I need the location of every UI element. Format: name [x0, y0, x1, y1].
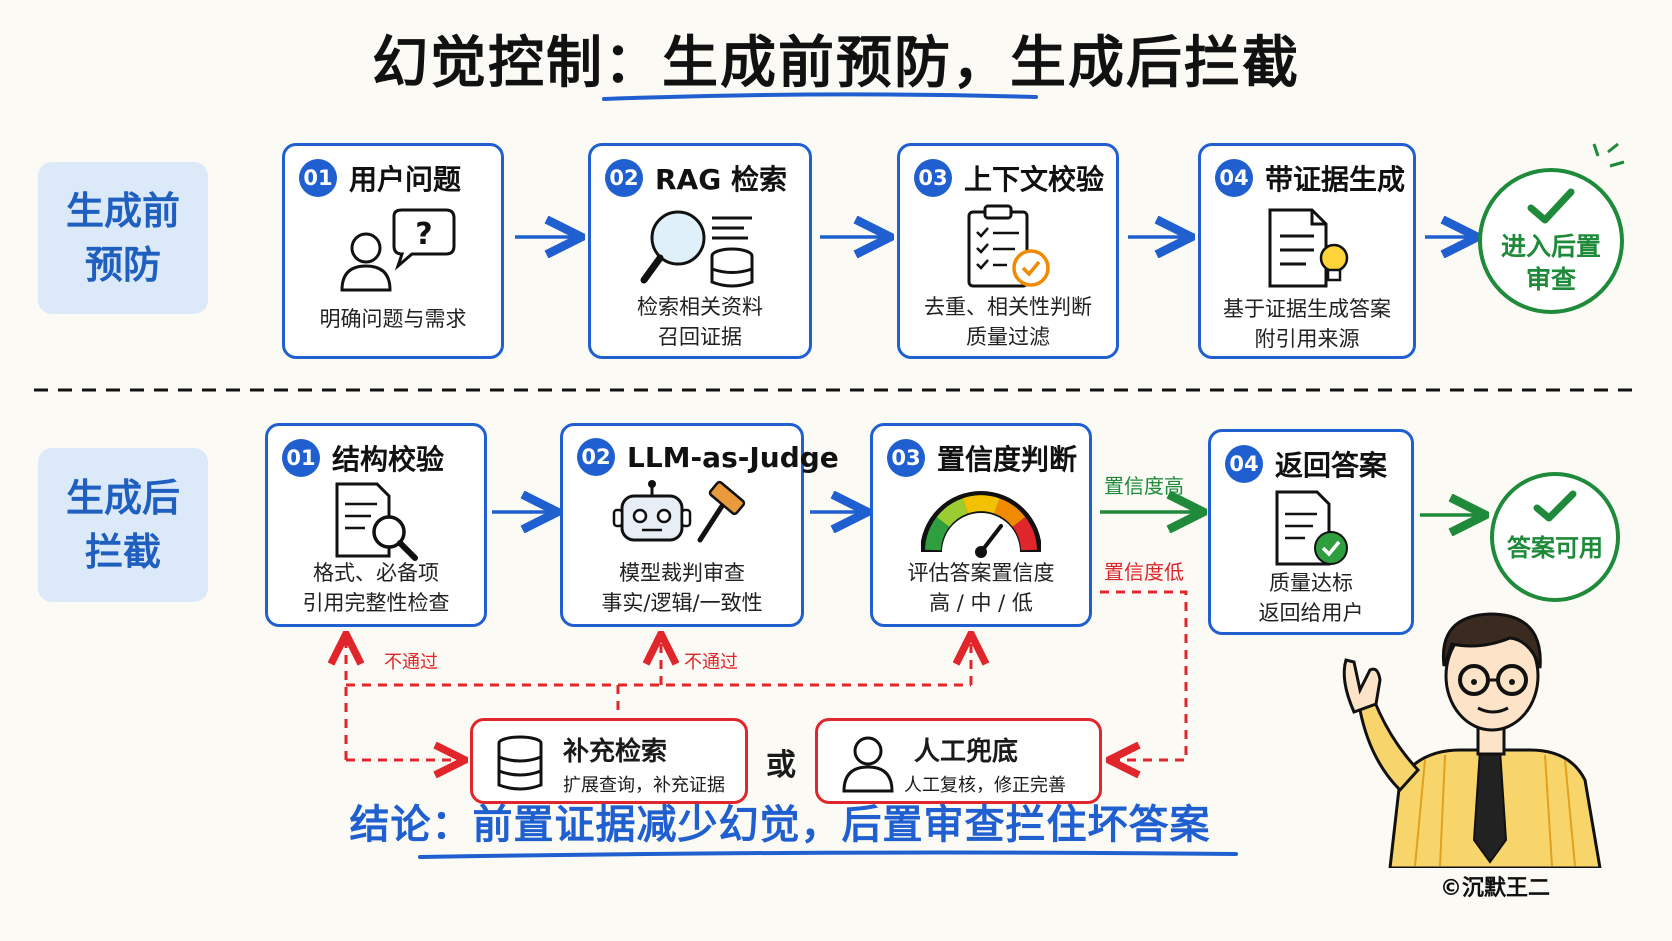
step-number: 01 [282, 439, 320, 477]
step-title: 上下文校验 [964, 163, 1105, 196]
step-desc: 明确问题与需求 [319, 307, 467, 331]
step-title: 置信度判断 [937, 443, 1078, 476]
low-confidence-label: 置信度低 [1104, 560, 1184, 584]
post-end-label: 答案可用 [1507, 534, 1603, 562]
post-step-llm-judge: 02 LLM-as-Judge 模型裁判审查 事实/逻辑/一致性 [560, 423, 839, 627]
fallback-desc: 人工复核，修正完善 [904, 775, 1066, 796]
step-desc: 模型裁判审查 事实/逻辑/一致性 [601, 561, 763, 615]
robot-gavel-icon [612, 480, 746, 543]
step-title: 带证据生成 [1265, 163, 1406, 196]
sparkle-icon [1592, 142, 1625, 168]
search-database-icon [640, 210, 754, 288]
page-title: 幻觉控制：生成前预防，生成后拦截 [372, 31, 1300, 96]
step-number: 01 [299, 159, 337, 197]
step-number: 02 [605, 159, 643, 197]
step-desc: 基于证据生成答案 附引用来源 [1223, 297, 1391, 351]
step-title: 用户问题 [349, 163, 462, 196]
step-title: RAG 检索 [655, 163, 787, 196]
post-step-structure-check: 01 结构校验 格式、必备项 引用完整性检查 [265, 423, 487, 627]
pre-step-context-validation: 03 上下文校验 去重、相关性判断 质量过滤 [897, 143, 1119, 359]
step-number: 04 [1225, 445, 1263, 483]
low-confidence-path [1100, 590, 1188, 760]
step-number: 02 [577, 438, 615, 476]
pre-step-rag-retrieval: 02 RAG 检索 检索相关资料 召回证据 [588, 143, 812, 359]
title-underline [602, 92, 1038, 101]
copyright: ©沉默王二 [1440, 876, 1551, 901]
svg-text:?: ? [415, 217, 432, 252]
conclusion-text: 结论：前置证据减少幻觉，后置审查拦住坏答案 [349, 802, 1211, 848]
checkmark-icon [1527, 188, 1575, 224]
section-label-post-text: 生成后 拦截 [65, 476, 180, 574]
step-desc: 质量达标 返回给用户 [1258, 571, 1364, 625]
person-icon [842, 736, 894, 793]
document-lightbulb-icon [1268, 208, 1349, 288]
checkmark-icon [1533, 490, 1577, 522]
high-confidence-label: 置信度高 [1104, 474, 1184, 498]
fallback-human-review: 人工兜底 人工复核，修正完善 [815, 718, 1102, 804]
user-question-icon: ? [340, 208, 456, 292]
step-number: 04 [1215, 159, 1253, 197]
pre-step-user-question: 01 用户问题 ? 明确问题与需求 [282, 143, 504, 359]
conclusion-underline [418, 850, 1238, 859]
fallback-title: 补充检索 [563, 737, 668, 767]
document-search-icon [335, 482, 418, 561]
step-desc: 格式、必备项 引用完整性检查 [302, 561, 450, 615]
pre-end-circle: 进入后置 审查 [1478, 168, 1624, 314]
database-icon [497, 735, 543, 791]
step-desc: 评估答案置信度 高 / 中 / 低 [907, 561, 1055, 615]
fail-label-structure: 不通过 [384, 652, 438, 673]
section-label-pre-text: 生成前 预防 [65, 189, 180, 287]
checklist-icon [967, 204, 1050, 288]
presenter-illustration [1342, 612, 1602, 868]
pre-step-evidence-generation: 04 带证据生成 基于证据生成答案 附引用来源 [1198, 143, 1416, 359]
step-title: 返回答案 [1275, 449, 1388, 482]
step-title: 结构校验 [332, 443, 445, 476]
step-number: 03 [914, 159, 952, 197]
fallback-title: 人工兜底 [914, 737, 1019, 767]
section-label-post: 生成后 拦截 [38, 448, 208, 602]
fallback-desc: 扩展查询，补充证据 [563, 775, 725, 796]
step-desc: 去重、相关性判断 质量过滤 [924, 295, 1092, 349]
document-check-icon [1275, 490, 1348, 566]
gauge-icon [921, 491, 1041, 558]
post-end-circle: 答案可用 [1490, 472, 1620, 602]
fail-label-judge: 不通过 [684, 652, 738, 673]
step-desc: 检索相关资料 召回证据 [637, 295, 763, 349]
section-label-pre: 生成前 预防 [38, 162, 208, 314]
or-label: 或 [766, 748, 796, 783]
post-step-confidence: 03 置信度判断 评估答案置信度 高 / 中 / 低 [870, 423, 1092, 627]
step-number: 03 [887, 439, 925, 477]
fallback-supplement-retrieval: 补充检索 扩展查询，补充证据 [470, 718, 748, 804]
step-title: LLM-as-Judge [627, 440, 839, 474]
post-step-return-answer: 04 返回答案 质量达标 返回给用户 [1208, 429, 1414, 635]
pre-end-label: 进入后置 审查 [1500, 232, 1601, 294]
